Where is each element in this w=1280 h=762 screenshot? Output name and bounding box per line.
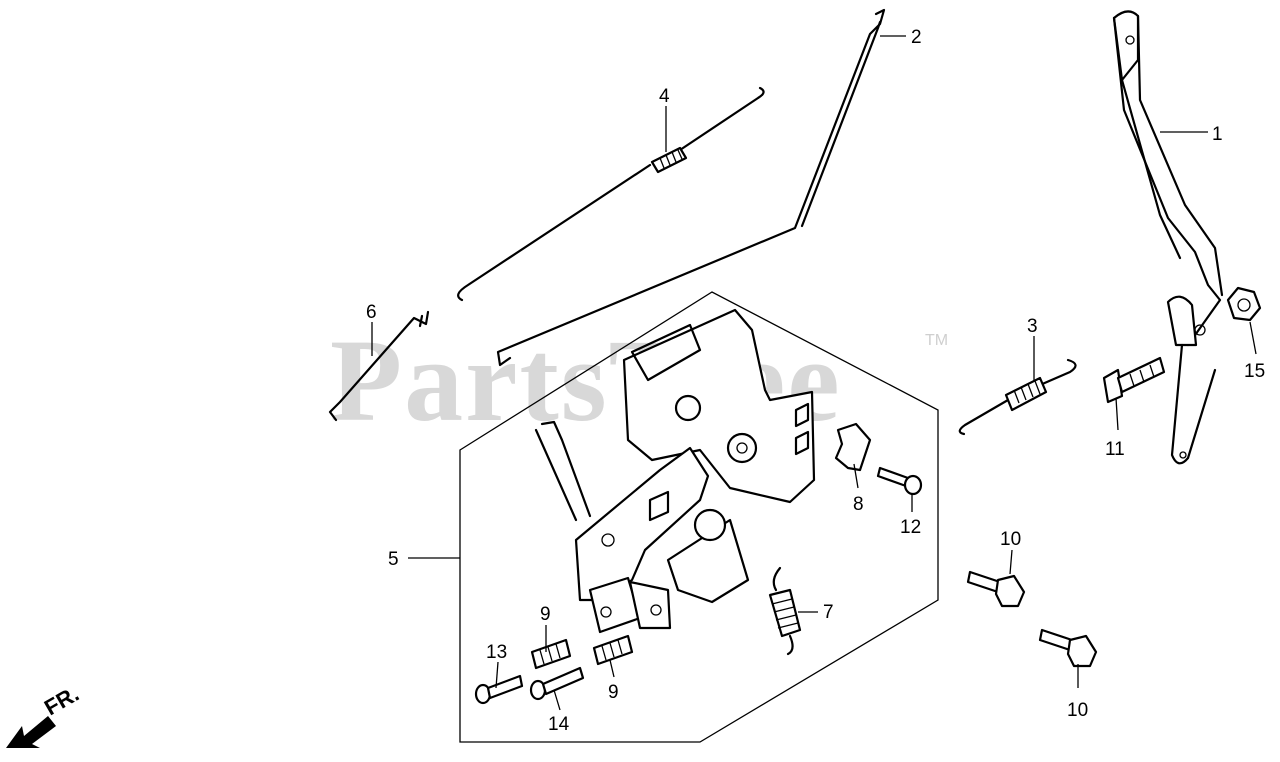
callout-1: 1 xyxy=(1212,124,1223,145)
control-rod xyxy=(496,8,886,367)
lower-plate xyxy=(534,420,750,634)
spring-wire-4 xyxy=(457,86,765,302)
callout-14: 14 xyxy=(548,714,570,735)
flange-bolt-10b xyxy=(1038,628,1098,668)
pin-11 xyxy=(1102,356,1166,404)
callout-5: 5 xyxy=(388,549,399,570)
callout-15: 15 xyxy=(1244,361,1265,382)
spring-9b xyxy=(592,634,634,666)
flange-bolt-10a xyxy=(966,570,1026,608)
screw-14 xyxy=(529,666,585,701)
screw-13 xyxy=(474,674,524,705)
callout-9a: 9 xyxy=(540,604,551,625)
callouts: 1 2 3 4 5 6 7 8 9 9 10 10 11 12 13 14 15 xyxy=(366,27,1265,735)
front-label: FR. xyxy=(40,681,83,720)
callout-7: 7 xyxy=(823,602,834,623)
nut-15 xyxy=(1226,286,1262,322)
front-direction-indicator: FR. xyxy=(6,681,83,748)
callout-3: 3 xyxy=(1027,316,1038,337)
callout-9b: 9 xyxy=(608,682,619,703)
spring-7 xyxy=(768,566,802,656)
callout-6: 6 xyxy=(366,302,377,323)
front-arrow-icon xyxy=(6,716,56,748)
control-lever-arm xyxy=(1112,10,1224,465)
assembly-boundary xyxy=(459,291,939,743)
callout-2: 2 xyxy=(911,27,922,48)
clip-8 xyxy=(834,422,872,472)
screw-12 xyxy=(876,466,923,496)
callout-11: 11 xyxy=(1105,439,1125,460)
watermark-tm: TM xyxy=(925,332,948,349)
callout-10b: 10 xyxy=(1067,700,1088,721)
callout-4: 4 xyxy=(659,86,670,107)
small-rod-6 xyxy=(328,310,430,422)
callout-12: 12 xyxy=(900,517,921,538)
callout-8: 8 xyxy=(853,494,864,515)
callout-10a: 10 xyxy=(1000,529,1021,550)
spring-3 xyxy=(958,358,1077,436)
callout-13: 13 xyxy=(486,642,507,663)
leader-lines xyxy=(371,35,1257,711)
control-bracket xyxy=(622,308,816,504)
spring-9a xyxy=(530,638,572,670)
